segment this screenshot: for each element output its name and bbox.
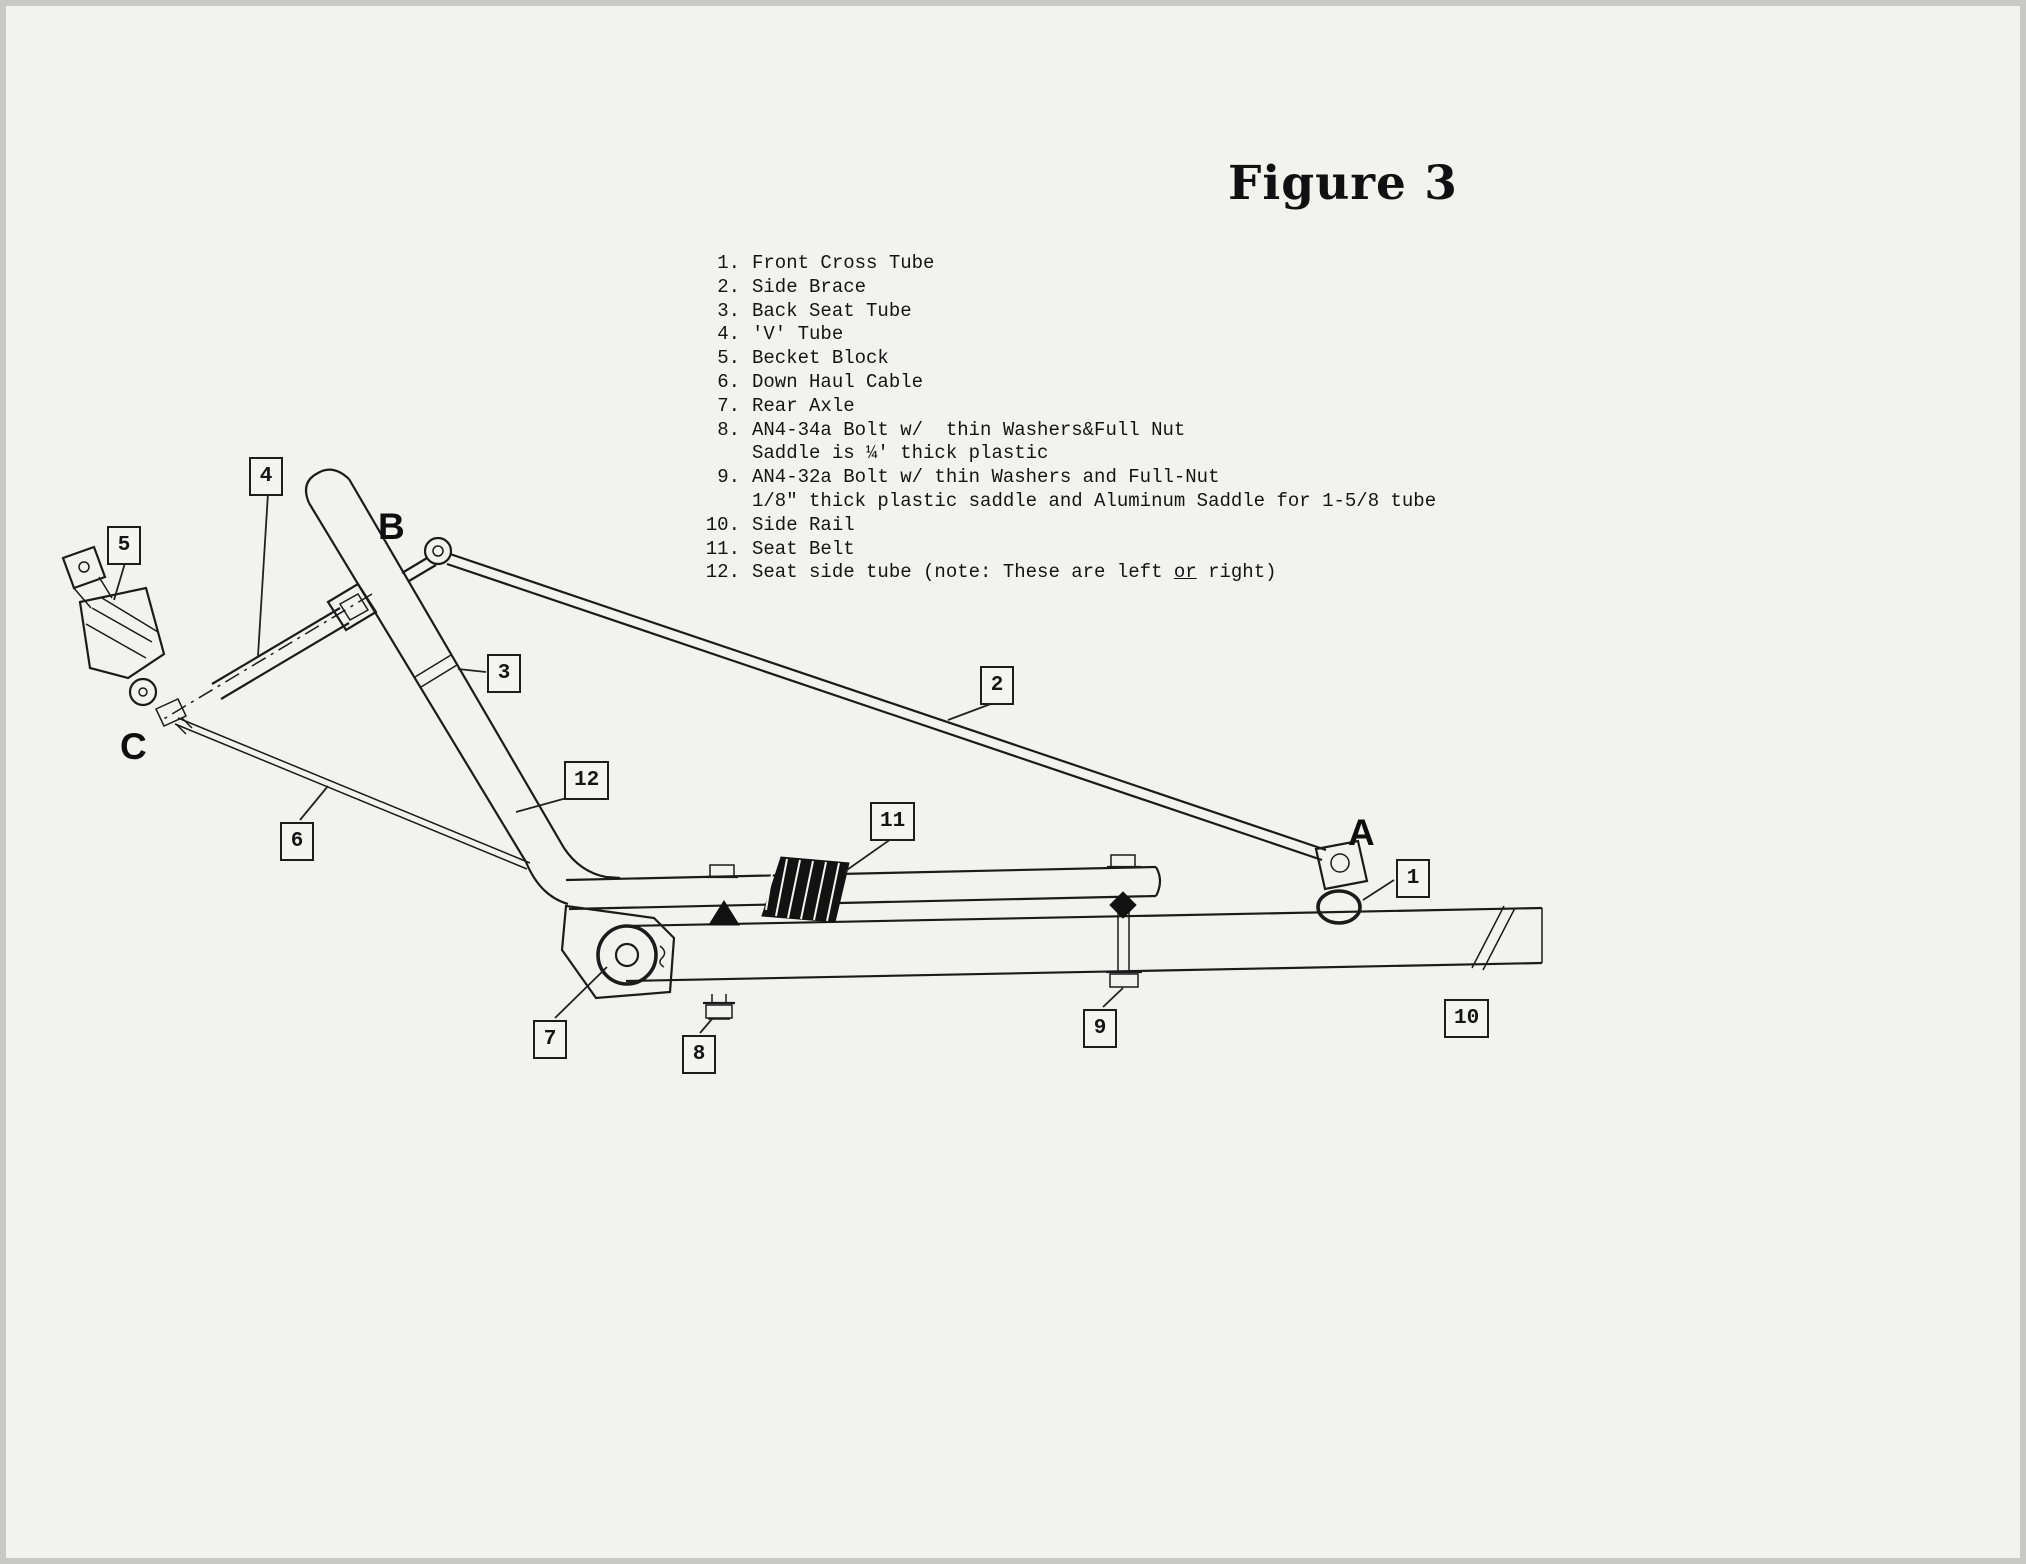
part-number: 7. xyxy=(717,394,740,417)
part-label: Back Seat Tube xyxy=(752,299,912,322)
part-number: 12. xyxy=(705,561,740,584)
part-label: 1/8" thick plastic saddle and Aluminum S… xyxy=(752,489,1437,512)
part-number: 8. xyxy=(717,418,740,441)
part-label: Seat Belt xyxy=(752,537,855,560)
side-brace xyxy=(446,552,1327,862)
side-rail xyxy=(625,905,1543,983)
parts-list-item: 3. Back Seat Tube xyxy=(700,300,1436,324)
parts-list-item: 8. AN4-34a Bolt w/ thin Washers&Full Nut xyxy=(700,419,1436,443)
callout-5: 5 xyxy=(107,526,141,565)
part-number: 10. xyxy=(705,513,740,536)
pivot-fitting-b xyxy=(401,536,453,582)
parts-list-item: 2. Side Brace xyxy=(700,276,1436,300)
pivot-fitting-a xyxy=(1314,839,1369,891)
bolt-an4-34a xyxy=(703,994,735,1020)
back-seat-tube xyxy=(304,468,621,906)
parts-list-item: 10. Side Rail xyxy=(700,514,1436,538)
point-label-b: B xyxy=(378,506,405,547)
handwritten-mark xyxy=(659,945,666,968)
part-label: AN4-32a Bolt w/ thin Washers and Full-Nu… xyxy=(752,466,1220,489)
parts-list: 1. Front Cross Tube 2. Side Brace 3. Bac… xyxy=(700,252,1436,585)
part-number: 1. xyxy=(717,252,740,274)
underlined-word: or xyxy=(1173,561,1197,584)
rear-axle xyxy=(560,904,676,1000)
parts-list-item-continuation: Saddle is ¼' thick plastic xyxy=(700,442,1436,466)
assembly-drawing xyxy=(61,468,1543,1034)
callout-8: 8 xyxy=(682,1035,716,1074)
callout-11: 11 xyxy=(870,802,916,841)
part-number: 5. xyxy=(717,347,740,370)
down-haul-cable xyxy=(174,717,531,870)
part-number: 9. xyxy=(717,466,740,489)
parts-list-item: 11. Seat Belt xyxy=(700,538,1436,562)
figure-title: Figure 3 xyxy=(1228,156,1458,211)
part-label: Side Rail xyxy=(752,513,855,536)
callout-leader-lines xyxy=(113,492,1395,1034)
callout-3: 3 xyxy=(487,654,521,693)
part-number: 11. xyxy=(705,537,740,560)
parts-list-item: 9. AN4-32a Bolt w/ thin Washers and Full… xyxy=(700,466,1436,490)
parts-list-item: 1. Front Cross Tube xyxy=(700,252,1436,276)
front-cross-tube xyxy=(1316,889,1362,925)
seat-bolt-front xyxy=(706,864,740,926)
point-label-a: A xyxy=(1348,812,1375,853)
callout-2: 2 xyxy=(980,666,1014,705)
part-label: 'V' Tube xyxy=(752,323,844,346)
part-number: 2. xyxy=(717,275,740,298)
parts-list-item: 12. Seat side tube (note: These are left… xyxy=(700,561,1436,585)
aluminum-saddle xyxy=(1109,891,1137,919)
part-label: Becket Block xyxy=(752,347,889,370)
callout-7: 7 xyxy=(533,1020,567,1059)
seat-belt xyxy=(761,856,850,923)
callout-4: 4 xyxy=(249,457,283,496)
becket-block xyxy=(61,545,193,735)
part-label: Saddle is ¼' thick plastic xyxy=(752,442,1049,465)
part-label: Rear Axle xyxy=(752,394,855,417)
callout-1: 1 xyxy=(1396,859,1430,898)
parts-list-item: 7. Rear Axle xyxy=(700,395,1436,419)
part-label: Seat side tube (note: These are left or … xyxy=(752,561,1277,584)
callout-9: 9 xyxy=(1083,1009,1117,1048)
part-number: 3. xyxy=(717,299,740,322)
part-label: Down Haul Cable xyxy=(752,370,924,393)
parts-list-item: 5. Becket Block xyxy=(700,347,1436,371)
point-label-c: C xyxy=(120,726,147,767)
part-number: 4. xyxy=(717,323,740,346)
v-tube xyxy=(161,593,373,721)
callout-12: 12 xyxy=(564,761,610,800)
part-number: 6. xyxy=(717,370,740,393)
part-label: Side Brace xyxy=(752,275,867,298)
v-tube-bracket xyxy=(326,582,378,632)
callout-10: 10 xyxy=(1444,999,1490,1038)
plastic-saddle xyxy=(708,900,740,926)
parts-list-item: 4. 'V' Tube xyxy=(700,323,1436,347)
bolt-an4-32a xyxy=(1106,854,1142,988)
callout-6: 6 xyxy=(280,822,314,861)
seat-side-tube xyxy=(565,865,1162,911)
part-label: AN4-34a Bolt w/ thin Washers&Full Nut xyxy=(752,418,1186,441)
parts-list-item: 6. Down Haul Cable xyxy=(700,371,1436,395)
part-label: Front Cross Tube xyxy=(752,252,935,274)
parts-list-item-continuation: 1/8" thick plastic saddle and Aluminum S… xyxy=(700,490,1436,514)
